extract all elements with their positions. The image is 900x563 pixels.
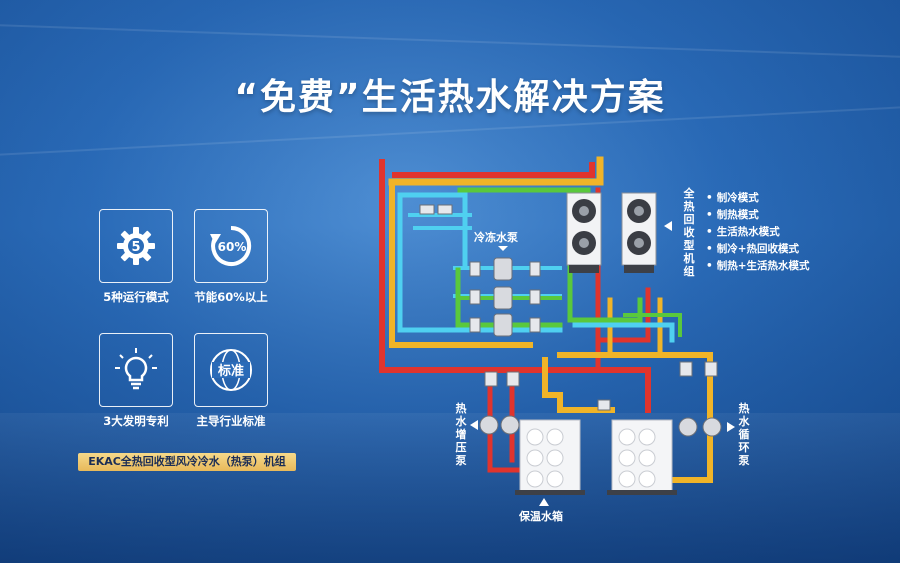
hot-pipe xyxy=(487,367,523,473)
percent-text: 60% xyxy=(218,240,247,254)
warm-pipe xyxy=(389,179,533,348)
mode-list: 制冷模式 制热模式 生活热水模式 制冷+热回收模式 制热+生活热水模式 xyxy=(706,190,810,275)
feature-box: 5 xyxy=(99,209,173,283)
hot-pipe xyxy=(379,159,651,413)
standard-text: 标准 xyxy=(217,363,244,379)
mode-item: 制冷模式 xyxy=(706,190,810,207)
pointer-arrow-icon xyxy=(539,498,549,506)
green-pipe xyxy=(623,313,682,337)
gear-number: 5 xyxy=(131,240,140,255)
cold-pipe xyxy=(572,322,675,343)
circulation-pump-label: 热水循环泵 xyxy=(738,402,750,467)
green-pipe xyxy=(455,267,563,328)
warm-pipe xyxy=(388,156,604,186)
feature-box: 标准 xyxy=(194,333,268,407)
chiller-unit xyxy=(566,192,602,273)
hot-pipe xyxy=(392,162,595,178)
mode-item: 制冷+热回收模式 xyxy=(706,241,810,258)
feature-standard: 标准 主导行业标准 xyxy=(193,333,269,429)
feature-label: 5种运行模式 xyxy=(103,290,169,304)
heat-recovery-unit-label: 全热回收型机组 xyxy=(683,187,695,278)
mode-item: 生活热水模式 xyxy=(706,224,810,241)
hot-pipe xyxy=(595,287,651,343)
mode-item: 制热模式 xyxy=(706,207,810,224)
tank-label: 保温水箱 xyxy=(519,510,563,523)
feature-label: 主导行业标准 xyxy=(196,414,266,428)
warm-pipe xyxy=(542,357,615,413)
feature-energy: 60% 节能60%以上 xyxy=(193,209,269,305)
insulated-tank xyxy=(515,419,585,495)
feature-modes: 5 5种运行模式 xyxy=(98,209,174,305)
lightbulb-icon xyxy=(115,348,157,390)
valves xyxy=(419,204,718,411)
chiller-unit xyxy=(621,192,657,273)
feature-label: 3大发明专利 xyxy=(103,414,169,428)
pointer-arrow-icon xyxy=(470,420,478,430)
product-badge: EKAC全热回收型风冷冷水（热泵）机组 xyxy=(78,453,296,471)
chilled-water-pumps xyxy=(493,257,513,337)
chilled-water-pump-label: 冷冻水泵 xyxy=(474,231,518,244)
floor xyxy=(0,413,900,563)
feature-label: 节能60%以上 xyxy=(194,290,268,304)
feature-patents: 3大发明专利 xyxy=(98,333,174,429)
gear-icon: 5 xyxy=(117,227,155,265)
globe-icon: 标准 xyxy=(210,349,252,391)
insulated-tank xyxy=(607,419,677,495)
feature-box xyxy=(99,333,173,407)
page-title: “免费”生活热水解决方案 xyxy=(234,77,666,118)
feature-box: 60% xyxy=(194,209,268,283)
cold-pipe xyxy=(397,192,468,268)
pointer-arrow-icon xyxy=(727,422,735,432)
mode-item: 制热+生活热水模式 xyxy=(706,258,810,275)
pointer-arrow-icon xyxy=(664,221,672,231)
pointer-arrow-icon xyxy=(498,246,508,251)
percent-cycle-icon: 60% xyxy=(210,225,252,266)
hot-water-pumps xyxy=(479,415,722,437)
booster-pump-label: 热水增压泵 xyxy=(455,402,467,467)
warm-pipe xyxy=(557,352,713,483)
